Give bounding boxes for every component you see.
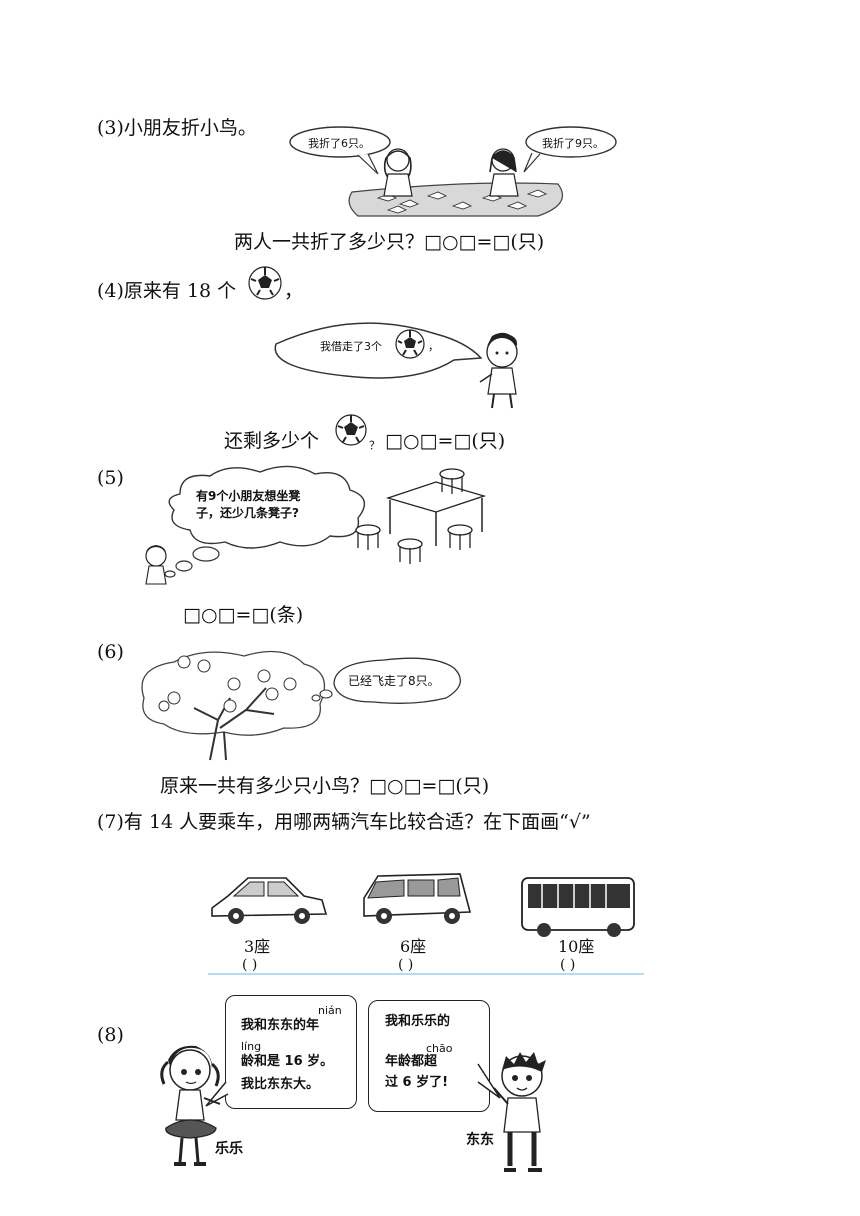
q4-question-mark: ？ [369,439,380,452]
q5-illustration: 有9个小朋友想坐凳 子，还少几条凳子? [140,464,490,594]
q6-bubble-text: 已经飞走了8只。 [348,674,440,688]
soccer-ball-icon [395,329,425,359]
q8-name-lele: 乐乐 [215,1141,243,1157]
bus-icon [521,877,635,937]
soccer-ball-icon [248,266,282,300]
q8-left-line1: 我和东东的年 [241,1018,320,1033]
bus-choice-paren[interactable]: ( ) [560,957,576,973]
q5-scene [145,465,487,585]
q8-right-line2: 年龄都超 [385,1054,438,1069]
car-seats-label: 3座 [244,937,271,956]
q6-scene [141,650,462,761]
car-icon [211,877,328,924]
q4-scene [274,322,518,409]
q8-right-speech-box [368,1000,490,1112]
q3-illustration: 我折了6只。 我折了9只。 [288,124,628,224]
q7-vehicles [208,873,644,975]
q8-left-speech-box [225,995,357,1109]
van-icon [363,873,472,924]
q8-pinyin-ling: líng [241,1040,262,1053]
q3-bubble-left-text: 我折了6只。 [308,137,370,150]
q8-right-line1: 我和乐乐的 [385,1014,451,1029]
girl-lele-illustration [160,1045,221,1166]
q8-name-dongdong: 东东 [466,1132,494,1148]
q6-label: (6) [97,641,124,663]
van-choice-paren[interactable]: ( ) [398,957,414,973]
q4-label-suffix: ， [284,280,304,302]
q8-left-line3: 我比东东大。 [241,1077,320,1092]
q4-bubble-prefix: 我借走了3个 [320,340,382,353]
q4-bubble-text: 我借走了3个 [320,338,382,354]
q4-question: 还剩多少个 [224,432,319,451]
q7-label: (7)有 14 人要乘车，用哪两辆汽车比较合适？在下面画“√” [97,811,591,833]
q5-bubble-text: 有9个小朋友想坐凳 子，还少几条凳子? [196,489,301,521]
soccer-ball-icon [335,414,367,446]
q3-label: (3)小朋友折小鸟。 [97,117,257,139]
bus-seats-label: 10座 [558,937,595,956]
q8-pinyin-chao: chāo [426,1042,453,1055]
q8-pinyin-nian: nián [318,1004,342,1017]
q8-label: (8) [97,1024,124,1046]
q8-left-line2: 龄和是 16 岁。 [241,1054,334,1069]
q4-label: (4)原来有 18 个 [97,282,236,301]
q4-illustration: 我借走了3个 ， [266,316,536,412]
q3-scene [289,126,617,217]
q4-label-prefix: (4)原来有 18 个 [97,280,237,302]
q5-label: (5) [97,467,124,489]
q4-question-suffix: □○□=□(只) [385,430,506,452]
q6-question: 原来一共有多少只小鸟？□○□=□(只) [160,775,490,797]
boy-dongdong-illustration [493,1052,546,1172]
q4-question-prefix: 还剩多少个 [224,430,320,452]
q6-illustration: 已经飞走了8只。 [134,648,494,761]
q3-bubble-right-text: 我折了9只。 [542,137,604,150]
q5-question: □○□=□(条) [183,604,304,626]
q3-question: 两人一共折了多少只？□○□=□(只) [234,231,545,253]
q8-right-line3: 过 6 岁了! [385,1075,449,1090]
car-choice-paren[interactable]: ( ) [242,957,258,973]
q7-illustration: 3座 ( ) 6座 ( ) 10座 ( ) [208,868,644,976]
q4-bubble-suffix: ， [428,340,439,353]
van-seats-label: 6座 [400,937,427,956]
